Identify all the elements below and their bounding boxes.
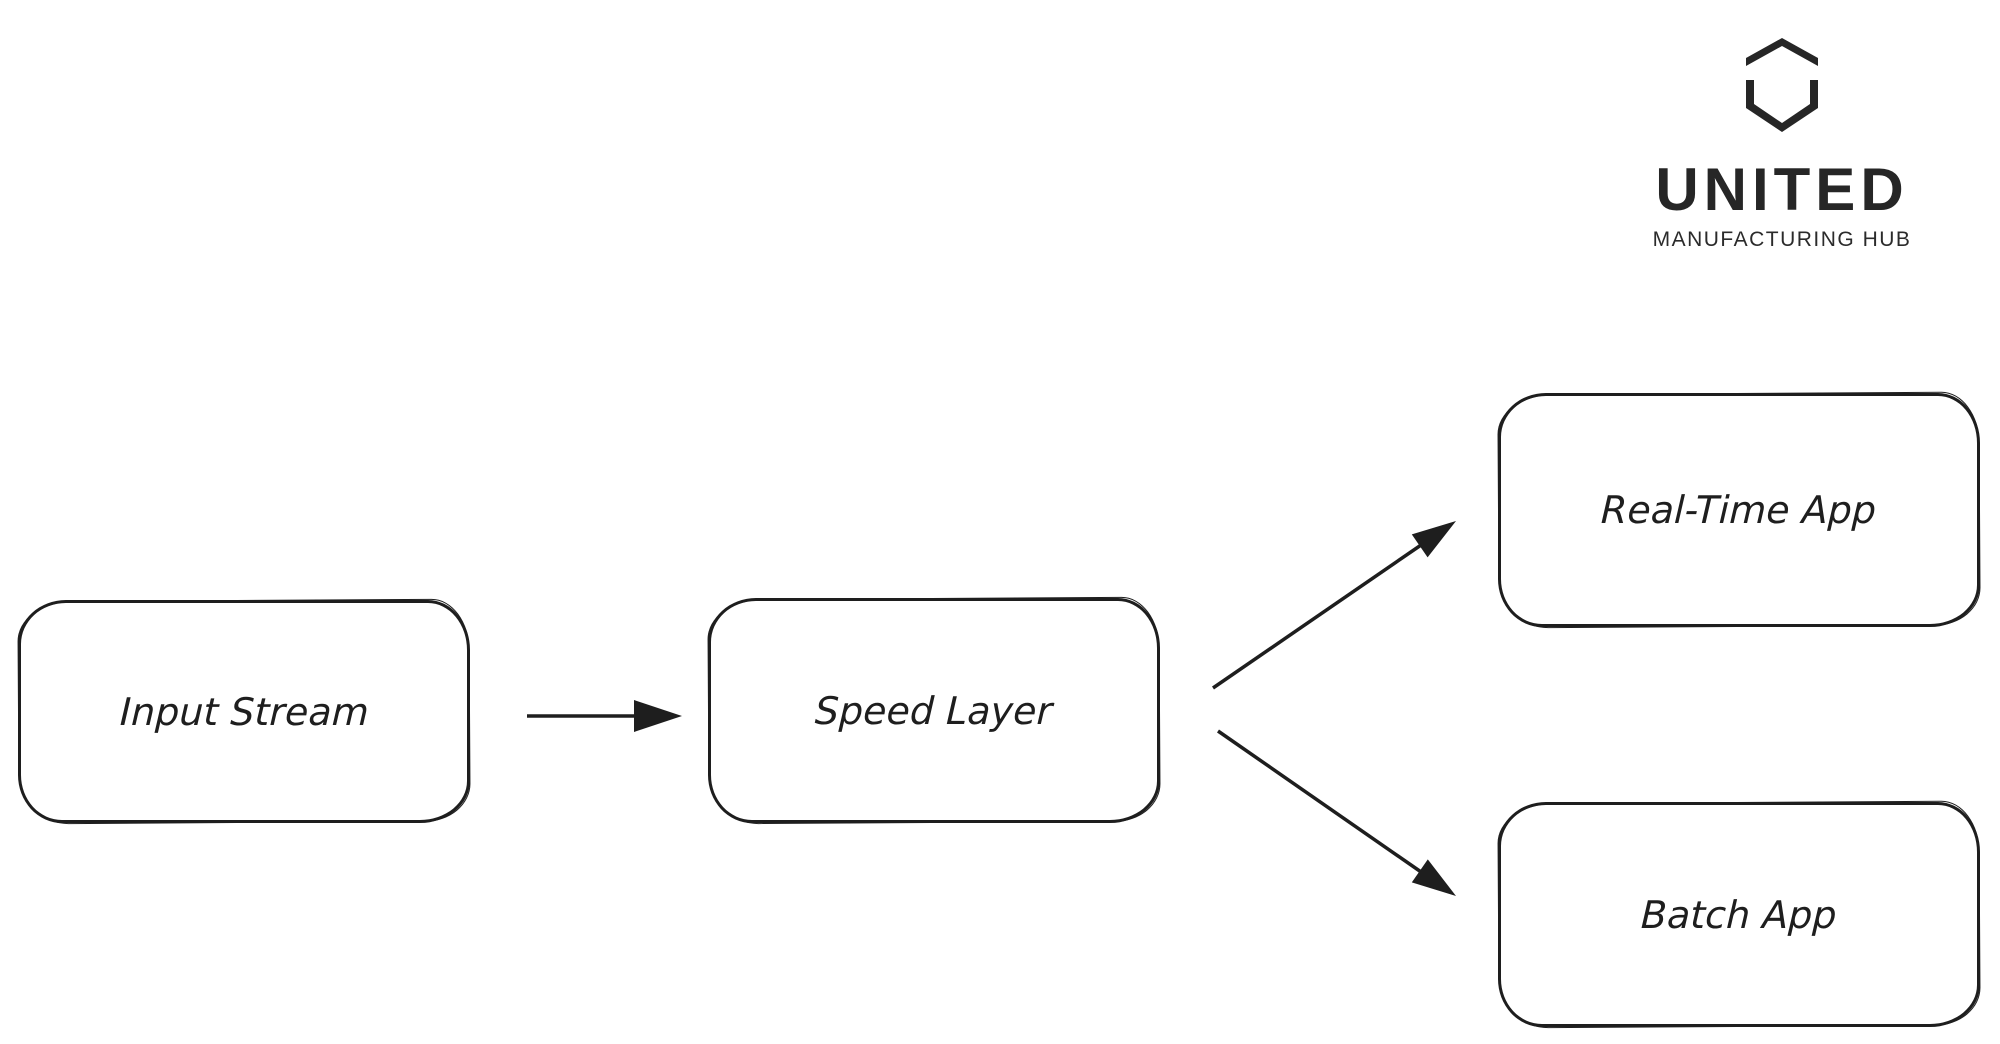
node-label: Batch App: [1640, 892, 1838, 937]
node-label: Speed Layer: [814, 688, 1054, 733]
arrow-speed-layer-to-batch-app: [1217, 729, 1456, 896]
logo-subtitle: MANUFACTURING HUB: [1652, 228, 1912, 251]
node-real-time-app: Real-Time App: [1498, 393, 1980, 627]
logo-title: UNITED: [1655, 156, 1909, 223]
node-label: Input Stream: [118, 689, 370, 734]
umh-logo: UNITED MANUFACTURING HUB: [1612, 36, 1952, 250]
node-input-stream: Input Stream: [18, 600, 470, 823]
node-speed-layer: Speed Layer: [708, 598, 1160, 823]
arrow-input-stream-to-speed-layer: [527, 700, 682, 732]
arrow-speed-layer-to-real-time-app: [1212, 521, 1456, 690]
node-label: Real-Time App: [1600, 488, 1878, 532]
node-batch-app: Batch App: [1498, 802, 1980, 1027]
umh-hexagon-icon: [1746, 38, 1818, 132]
